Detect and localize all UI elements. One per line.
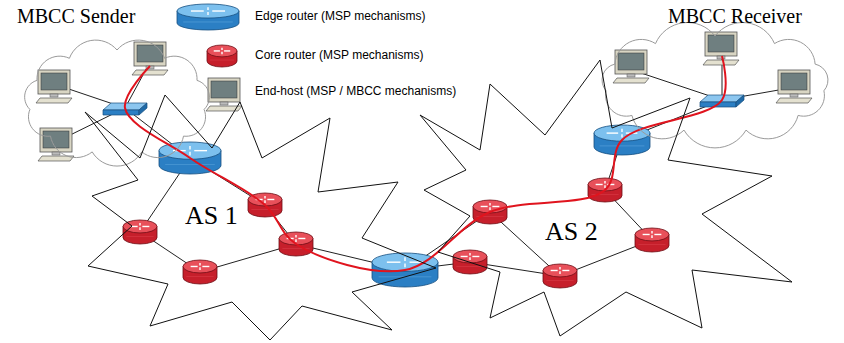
network-link: [125, 108, 190, 158]
as-outline: [85, 95, 436, 340]
legend-entry: Edge router (MSP mechanisms): [255, 10, 426, 24]
legend-entry: Core router (MSP mechanisms): [255, 49, 424, 63]
as-label: AS 1: [185, 202, 238, 231]
core-router-icon: [543, 264, 577, 288]
legend-text: Core router (MSP mechanisms): [255, 49, 424, 63]
host-cloud: MBCC Sender: [5, 0, 220, 168]
end-host-icon: [703, 32, 739, 65]
flow-path: [125, 56, 726, 271]
end-host-icon: [36, 70, 72, 103]
end-host-icon: [206, 78, 242, 111]
cloud-title: MBCC Sender: [17, 5, 135, 27]
cloud-title: MBCC Receiver: [668, 5, 802, 27]
legend-text: End-host (MSP / MBCC mechanisms): [255, 85, 456, 99]
core-router-icon: [207, 45, 237, 67]
edge-router-icon: [177, 4, 239, 30]
legend-entry: End-host (MSP / MBCC mechanisms): [255, 85, 456, 99]
core-router-icon: [635, 228, 669, 252]
equipment: [36, 32, 812, 288]
end-host-icon: [776, 70, 812, 103]
end-host-icon: [613, 50, 649, 83]
core-router-icon: [183, 260, 217, 284]
autonomous-system: AS 2: [420, 60, 792, 336]
end-host-icon: [132, 42, 168, 75]
autonomous-system: AS 1: [85, 95, 436, 340]
legend-text: Edge router (MSP mechanisms): [255, 10, 426, 24]
as-label: AS 2: [545, 218, 598, 247]
as-outline: [420, 60, 792, 336]
